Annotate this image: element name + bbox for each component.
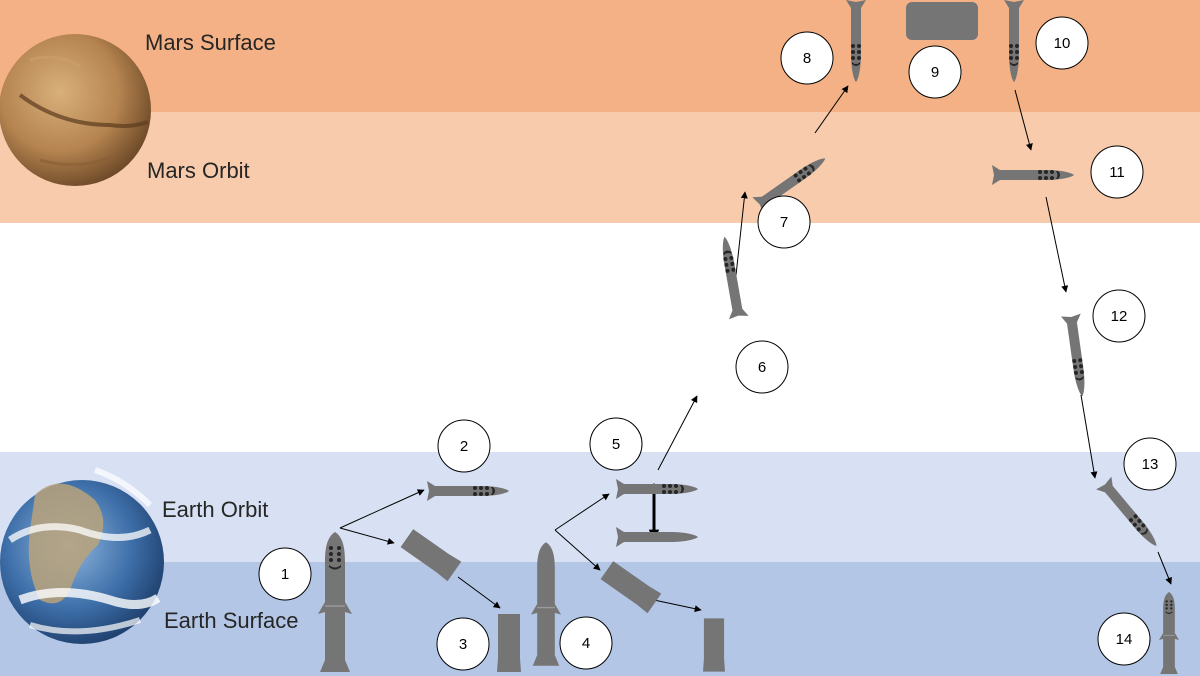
mars-landing-ship-icon: [846, 0, 866, 82]
tanker-booster-icon: [600, 560, 662, 614]
step-marker-10: 10: [1035, 16, 1089, 70]
step-circle: [1090, 145, 1144, 199]
step-number: 5: [612, 436, 620, 453]
step-marker-12: 12: [1092, 289, 1146, 343]
step-circle: [589, 417, 643, 471]
step-circle: [559, 616, 613, 670]
landed-ship-icon: [1159, 592, 1179, 674]
step-number: 8: [803, 50, 811, 67]
mars-departure-ship-icon: [992, 165, 1074, 185]
step-circle: [908, 45, 962, 99]
flight-path-arrows: [339, 85, 1172, 613]
tanker-booster-landed-icon: [703, 618, 725, 672]
earth-orbit-band: [0, 452, 1200, 562]
step-marker-7: 7: [757, 195, 811, 249]
step-circle: [780, 31, 834, 85]
step-marker-13: 13: [1123, 437, 1177, 491]
step-marker-2: 2: [437, 419, 491, 473]
mars-orbit-band: [0, 112, 1200, 223]
step-marker-4: 4: [559, 616, 613, 670]
step-circle: [1035, 16, 1089, 70]
return-transfer-ship-icon: [1060, 313, 1093, 398]
step-number: 3: [459, 636, 467, 653]
mars-launch-ship-icon: [1004, 0, 1024, 82]
step-number: 4: [582, 635, 590, 652]
interplanetary-space-band: [0, 223, 1200, 452]
step-circle: [1092, 289, 1146, 343]
earth-planet-icon: [0, 467, 164, 644]
step-number: 7: [780, 214, 788, 231]
step-number: 2: [460, 438, 468, 455]
mars-planet-icon: [0, 34, 151, 186]
step-marker-3: 3: [436, 617, 490, 671]
earth-surface-label: Earth Surface: [164, 608, 299, 633]
step-marker-9: 9: [908, 45, 962, 99]
step-number: 1: [281, 566, 289, 583]
step-circle: [757, 195, 811, 249]
step-marker-5: 5: [589, 417, 643, 471]
transfer-ship-icon: [715, 235, 749, 319]
vehicles: [318, 0, 1179, 674]
step-marker-8: 8: [780, 31, 834, 85]
step-marker-14: 14: [1097, 612, 1151, 666]
step-number: 10: [1054, 35, 1071, 52]
step-number: 9: [931, 64, 939, 81]
step-marker-11: 11: [1090, 145, 1144, 199]
refueled-ship-icon: [616, 479, 698, 499]
returning-booster-icon: [400, 528, 462, 582]
step-number: 11: [1109, 164, 1125, 181]
step-number: 13: [1142, 456, 1159, 473]
step-marker-6: 6: [735, 340, 789, 394]
step-circle: [436, 617, 490, 671]
earth-orbit-label: Earth Orbit: [162, 497, 269, 522]
step-circle: [258, 547, 312, 601]
step-circle: [735, 340, 789, 394]
landed-booster-icon: [497, 614, 521, 672]
ship-in-orbit-icon: [427, 481, 509, 501]
mars-base-icon: [906, 2, 978, 40]
mars-surface-band: [0, 0, 1200, 112]
mars-surface-label: Mars Surface: [145, 30, 276, 55]
step-number: 14: [1116, 631, 1133, 648]
step-number: 6: [758, 359, 766, 376]
step-circle: [437, 419, 491, 473]
tanker-stack-icon: [530, 541, 562, 667]
step-number: 12: [1111, 308, 1128, 325]
step-marker-1: 1: [258, 547, 312, 601]
step-circle: [1123, 437, 1177, 491]
tanker-ship-icon: [616, 527, 698, 547]
step-circle: [1097, 612, 1151, 666]
launch-stack-icon: [318, 532, 352, 672]
mars-orbit-label: Mars Orbit: [147, 158, 250, 183]
